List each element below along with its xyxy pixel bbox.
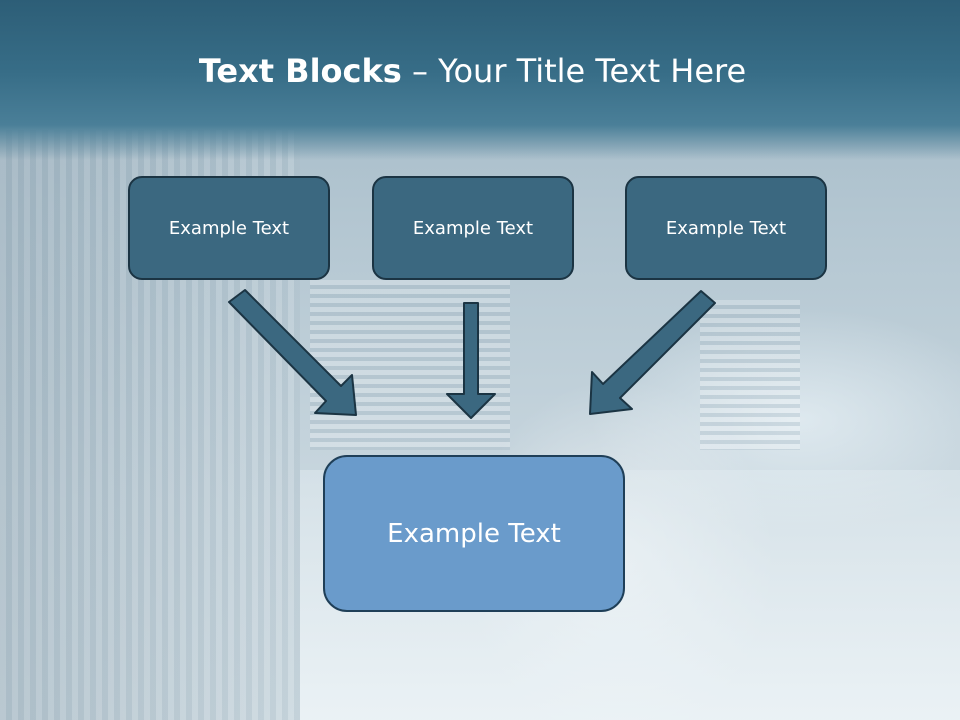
title-bold-part: Text Blocks	[198, 52, 402, 90]
text-block-1-label: Example Text	[168, 217, 290, 239]
text-block-main: Example Text	[323, 455, 625, 612]
text-block-2: Example Text	[372, 176, 574, 280]
slide-title: Text Blocks – Your Title Text Here	[0, 52, 945, 90]
text-block-3-label: Example Text	[665, 217, 787, 239]
title-band	[0, 0, 960, 160]
background-storage-door-far	[700, 300, 800, 450]
arrow-down-right-icon	[228, 289, 357, 416]
text-block-main-label: Example Text	[387, 518, 561, 549]
title-dash: –	[401, 52, 439, 90]
arrow-down-icon	[446, 302, 496, 419]
arrow-down-left-icon	[589, 290, 716, 415]
text-block-3: Example Text	[625, 176, 827, 280]
text-block-2-label: Example Text	[412, 217, 534, 239]
text-block-1: Example Text	[128, 176, 330, 280]
title-rest-part: Your Title Text Here	[438, 52, 747, 90]
